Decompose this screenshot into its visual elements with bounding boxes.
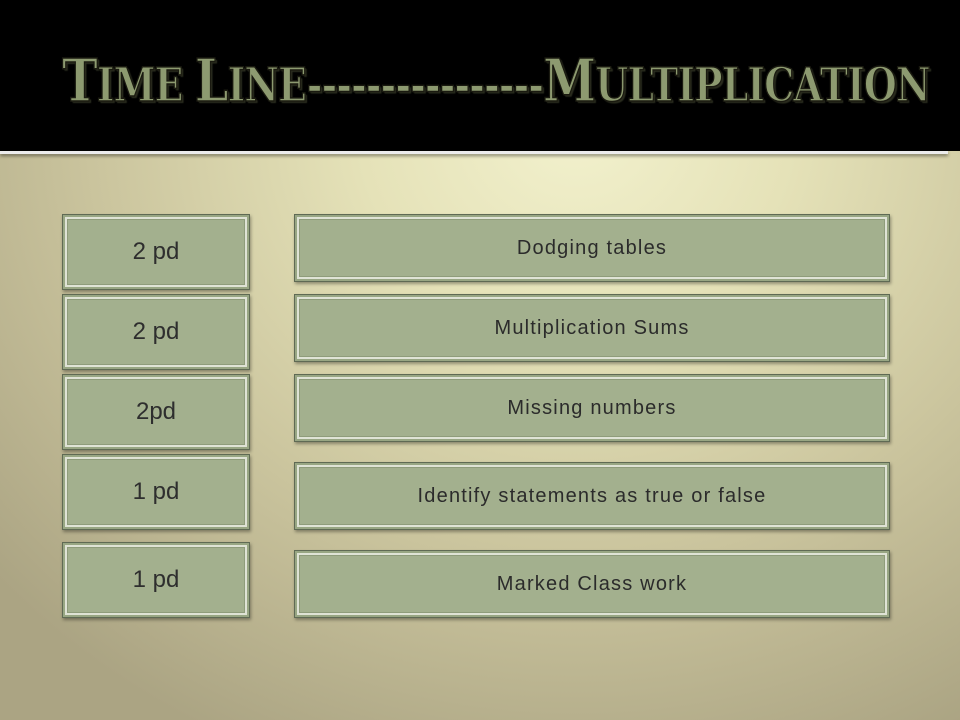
- duration-box-5: 1 pd: [62, 542, 250, 618]
- duration-label: 1 pd: [132, 566, 180, 593]
- duration-box-1: 2 pd: [62, 214, 250, 290]
- activity-label: Dodging tables: [516, 236, 668, 259]
- activity-label: Marked Class work: [496, 572, 688, 595]
- title-divider: [0, 151, 948, 154]
- duration-box-4: 1 pd: [62, 454, 250, 530]
- activity-label: Missing numbers: [507, 396, 677, 419]
- activity-box-3: Missing numbers: [294, 374, 890, 442]
- title-word-multiplication: MULTIPLICATION: [542, 46, 931, 116]
- activity-label: Identify statements as true or false: [417, 484, 767, 507]
- duration-label: 1 pd: [132, 478, 180, 505]
- title-word-line: LINE----------------: [194, 46, 544, 116]
- activity-box-5: Marked Class work: [294, 550, 890, 618]
- duration-box-2: 2 pd: [62, 294, 250, 370]
- duration-box-3: 2pd: [62, 374, 250, 450]
- duration-label: 2pd: [135, 398, 177, 425]
- activity-label: Multiplication Sums: [494, 316, 690, 339]
- duration-label: 2 pd: [132, 238, 180, 265]
- title-word-time: TIME: [61, 46, 184, 116]
- activity-box-2: Multiplication Sums: [294, 294, 890, 362]
- activity-box-1: Dodging tables: [294, 214, 890, 282]
- title-band: [0, 0, 960, 151]
- activity-box-4: Identify statements as true or false: [294, 462, 890, 530]
- slide-title: TIME LINE----------------MULTIPLICATION: [61, 45, 931, 118]
- duration-label: 2 pd: [132, 318, 180, 345]
